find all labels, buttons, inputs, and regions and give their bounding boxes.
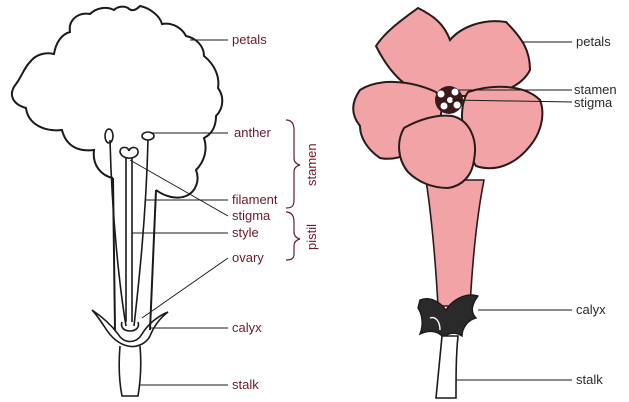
left-label-ovary: ovary [232,250,264,265]
left-anther-1 [105,129,113,143]
left-label-filament: filament [232,192,278,207]
right-label-stalk: stalk [576,372,603,387]
right-label-petals: petals [576,34,611,49]
right-flower-tube [426,180,484,306]
stamen-bracket [286,120,300,208]
left-petal-outline [12,6,222,198]
right-stalk [436,336,458,398]
left-ovary [122,322,139,331]
left-label-anther: anther [234,125,272,140]
right-stamen-4 [454,102,461,109]
left-flower-cross-section [12,6,222,396]
left-filament-1 [110,140,126,326]
right-stamen-2 [452,89,459,96]
right-stamen-1 [438,91,445,98]
group-label-stamen: stamen [304,143,319,186]
group-label-pistil: pistil [304,224,319,250]
left-label-style: style [232,225,259,240]
right-label-stigma: stigma [574,95,613,110]
right-stamen-3 [441,103,448,110]
right-label-calyx: calyx [576,302,606,317]
left-stigma [120,147,138,158]
left-label-calyx: calyx [232,320,262,335]
left-stalk [119,346,141,396]
left-label-stalk: stalk [232,377,259,392]
left-label-stigma: stigma [232,208,271,223]
pistil-bracket [286,212,300,260]
left-label-petals: petals [232,32,267,47]
right-petal-bottom [399,116,475,188]
right-flower [353,8,542,398]
